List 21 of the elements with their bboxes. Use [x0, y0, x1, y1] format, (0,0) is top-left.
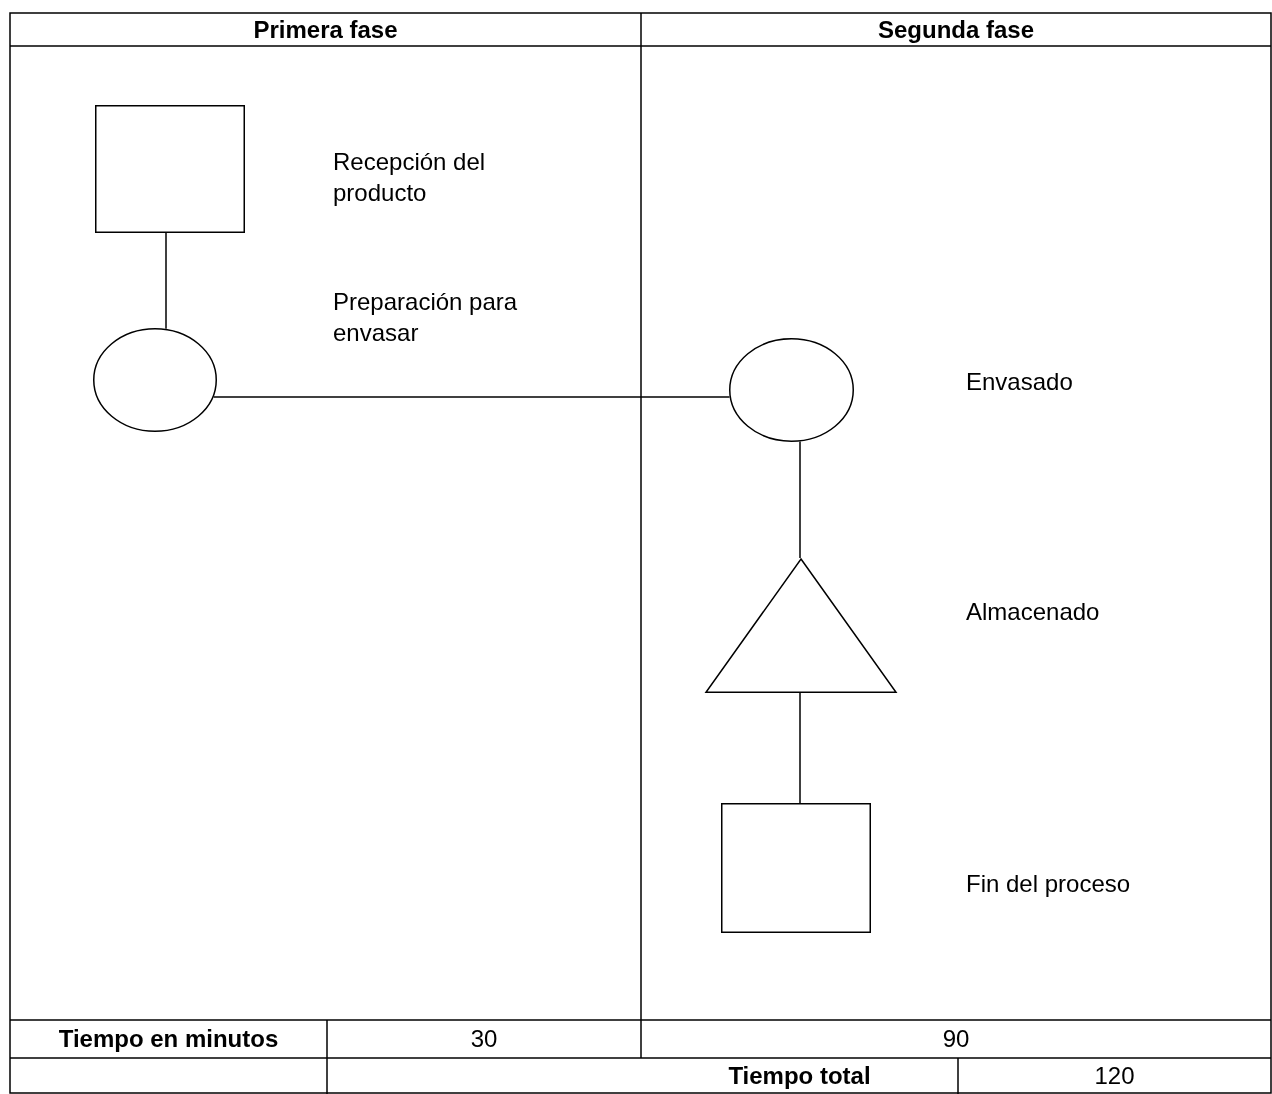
operation-square [95, 105, 245, 233]
table-value: 90 [942, 1025, 970, 1053]
step-label: Recepción del producto [333, 147, 487, 209]
storage-triangle [705, 558, 897, 693]
step-label: Almacenado [966, 597, 1101, 627]
connector-line [212, 396, 731, 398]
table-header: Segunda fase [877, 15, 1034, 44]
operation-circle [93, 328, 217, 432]
step-label: Preparación para envasar [333, 287, 519, 349]
table-value: 30 [470, 1025, 498, 1053]
table-header: Primera fase [253, 15, 398, 44]
table-header: Tiempo total [728, 1062, 871, 1090]
connector-line [799, 440, 801, 559]
operation-circle [729, 338, 854, 442]
operation-square [721, 803, 871, 933]
connector-line [165, 232, 167, 330]
step-label: Envasado [966, 367, 1074, 397]
connector-line [799, 692, 801, 804]
step-label: Fin del proceso [966, 869, 1132, 899]
table-header: Tiempo en minutos [58, 1025, 279, 1053]
table-value: 120 [1094, 1062, 1135, 1090]
